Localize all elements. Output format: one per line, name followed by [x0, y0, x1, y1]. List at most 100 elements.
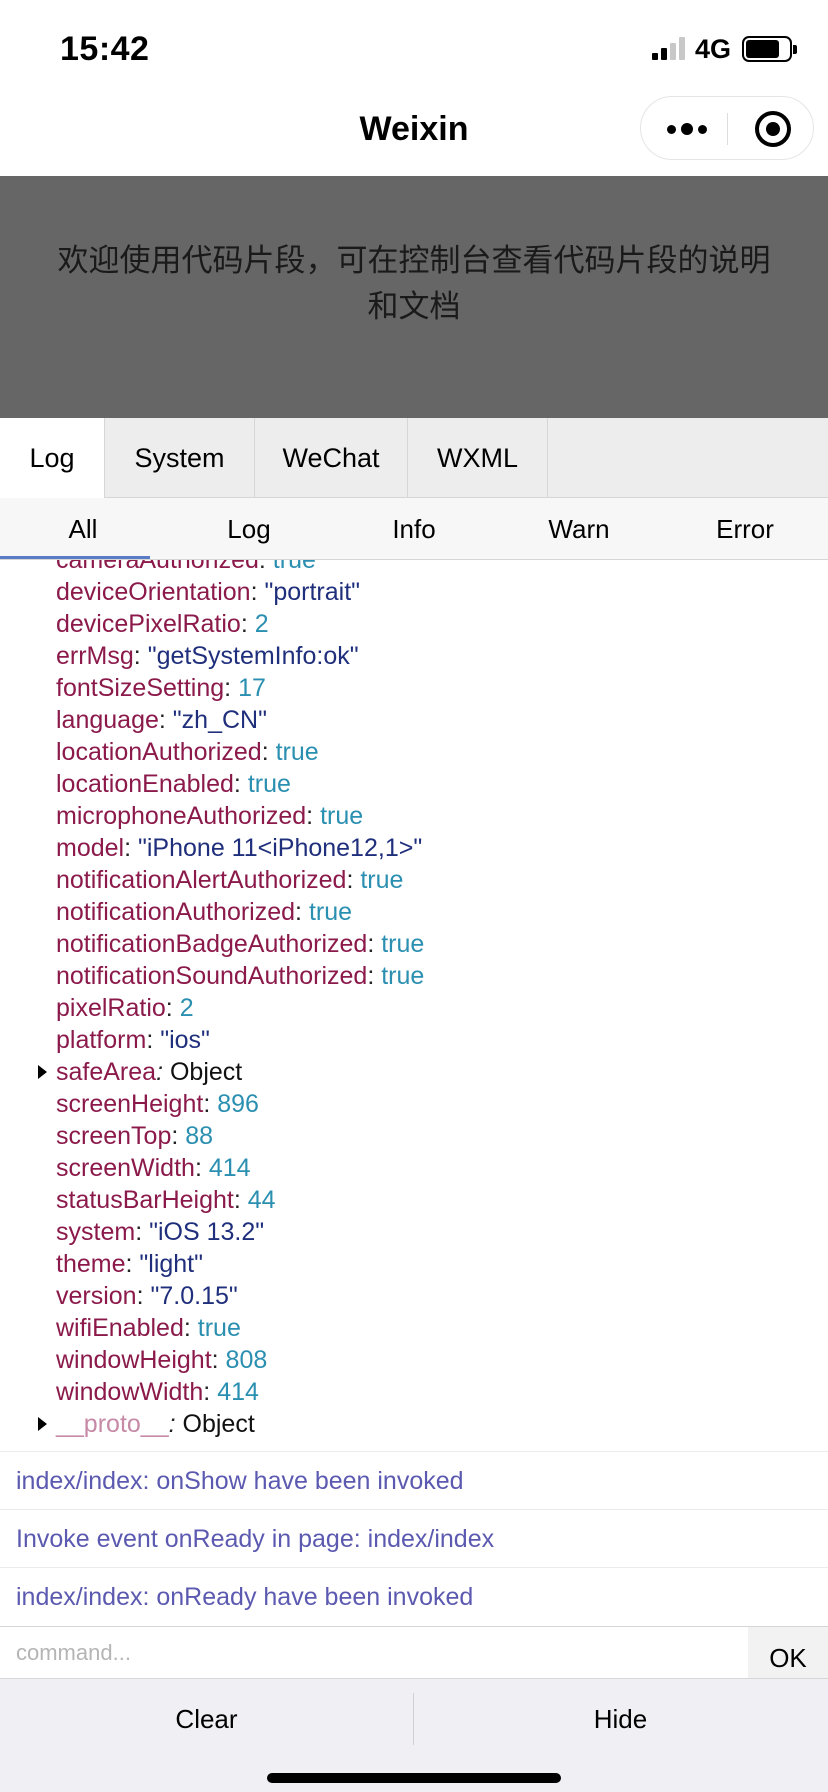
property-separator: :: [194, 1154, 209, 1182]
log-lines: index/index: onShow have been invoked In…: [0, 1451, 828, 1625]
property-row: version: "7.0.15": [0, 1280, 828, 1312]
property-value: 17: [238, 674, 266, 702]
property-value: 2: [179, 994, 194, 1022]
property-key: windowHeight: [56, 1346, 212, 1374]
property-key: cameraAuthorized: [56, 560, 259, 574]
console-log-area[interactable]: cameraAuthorized: true deviceOrientation:…: [0, 560, 828, 1626]
command-input[interactable]: [0, 1627, 748, 1679]
status-bar: 15:42 4G: [0, 0, 828, 96]
property-separator: :: [203, 1378, 218, 1406]
property-separator: :: [136, 1282, 151, 1310]
property-separator: :: [158, 706, 173, 734]
property-row: locationAuthorized: true: [0, 736, 828, 768]
welcome-banner: 欢迎使用代码片段，可在控制台查看代码片段的说明和文档: [0, 176, 828, 418]
property-value: Object: [169, 1058, 243, 1086]
property-separator: :: [156, 1058, 170, 1086]
tab-wxml[interactable]: WXML: [408, 418, 548, 498]
property-value: "light": [139, 1250, 204, 1278]
property-key: platform: [56, 1026, 147, 1054]
menu-capsule: [640, 96, 814, 160]
property-row[interactable]: safeArea: Object: [0, 1056, 828, 1088]
active-filter-indicator: [0, 556, 150, 559]
property-row: theme: "light": [0, 1248, 828, 1280]
property-value: 44: [247, 1186, 276, 1214]
property-separator: :: [168, 1410, 183, 1438]
system-info-object: cameraAuthorized: true deviceOrientation:…: [0, 560, 828, 1440]
page-title: Weixin: [359, 110, 469, 148]
property-row[interactable]: __proto__: Object: [0, 1408, 828, 1440]
property-key: notificationBadgeAuthorized: [56, 930, 368, 958]
footer-divider: [413, 1693, 414, 1745]
property-value: "iPhone 11<iPhone12,1>": [138, 834, 423, 862]
banner-text: 欢迎使用代码片段，可在控制台查看代码片段的说明和文档: [57, 243, 771, 324]
console-footer: Clear Hide: [0, 1678, 828, 1792]
property-key: theme: [56, 1250, 126, 1278]
filter-log[interactable]: Log: [227, 514, 271, 544]
property-key: version: [56, 1282, 137, 1310]
property-row: model: "iPhone 11<iPhone12,1>": [0, 832, 828, 864]
capsule-divider: [727, 113, 728, 145]
property-key: notificationSoundAuthorized: [56, 962, 368, 990]
property-key: devicePixelRatio: [56, 610, 241, 638]
property-key: notificationAlertAuthorized: [56, 866, 347, 894]
tab-log[interactable]: Log: [0, 418, 105, 498]
property-key: safeArea: [56, 1058, 157, 1086]
property-separator: :: [261, 738, 276, 766]
property-key: errMsg: [56, 642, 134, 670]
log-line: index/index: onShow have been invoked: [0, 1451, 828, 1509]
filter-info[interactable]: Info: [392, 514, 436, 544]
ok-button[interactable]: OK: [748, 1627, 828, 1679]
filter-all[interactable]: All: [68, 514, 98, 544]
property-key: locationEnabled: [56, 770, 234, 798]
property-row: statusBarHeight: 44: [0, 1184, 828, 1216]
property-value: 88: [185, 1122, 214, 1150]
property-value: true: [320, 802, 364, 830]
property-separator: :: [133, 642, 148, 670]
property-row: deviceOrientation: "portrait": [0, 576, 828, 608]
property-key: fontSizeSetting: [56, 674, 225, 702]
property-row: notificationAuthorized: true: [0, 896, 828, 928]
property-row: windowHeight: 808: [0, 1344, 828, 1376]
more-icon[interactable]: [667, 117, 723, 141]
property-value: true: [381, 962, 425, 990]
property-separator: :: [233, 1186, 248, 1214]
filter-warn[interactable]: Warn: [548, 514, 610, 544]
hide-button[interactable]: Hide: [593, 1704, 648, 1734]
property-value: true: [247, 770, 291, 798]
close-miniprogram-icon[interactable]: [755, 111, 791, 147]
property-separator: :: [211, 1346, 226, 1374]
property-separator: :: [233, 770, 248, 798]
status-time: 15:42: [60, 30, 150, 68]
property-value: "7.0.15": [150, 1282, 238, 1310]
property-value: "zh_CN": [172, 706, 267, 734]
tab-system[interactable]: System: [105, 418, 255, 498]
clear-button[interactable]: Clear: [175, 1704, 238, 1734]
property-separator: :: [183, 1314, 198, 1342]
log-line: Invoke event onReady in page: index/inde…: [0, 1509, 828, 1567]
property-value: "ios": [160, 1026, 210, 1054]
property-value: true: [308, 898, 353, 926]
property-key: locationAuthorized: [56, 738, 262, 766]
property-separator: :: [203, 1090, 218, 1118]
property-separator: :: [306, 802, 321, 830]
property-row: screenWidth: 414: [0, 1152, 828, 1184]
log-filter-bar: All Log Info Warn Error: [0, 498, 828, 560]
property-value: true: [381, 930, 425, 958]
property-row: locationEnabled: true: [0, 768, 828, 800]
signal-icon: [652, 36, 686, 60]
nav-bar: Weixin: [0, 96, 828, 176]
property-key: language: [56, 706, 159, 734]
property-row: fontSizeSetting: 17: [0, 672, 828, 704]
property-key: screenWidth: [56, 1154, 195, 1182]
expand-triangle-icon[interactable]: [38, 1065, 47, 1079]
tab-wechat[interactable]: WeChat: [255, 418, 408, 498]
property-separator: :: [146, 1026, 161, 1054]
property-key: statusBarHeight: [56, 1186, 234, 1214]
property-value: true: [272, 560, 316, 574]
expand-triangle-icon[interactable]: [38, 1417, 47, 1431]
filter-error[interactable]: Error: [716, 514, 774, 544]
property-row: system: "iOS 13.2": [0, 1216, 828, 1248]
property-row: notificationSoundAuthorized: true: [0, 960, 828, 992]
property-row: notificationAlertAuthorized: true: [0, 864, 828, 896]
property-row: language: "zh_CN": [0, 704, 828, 736]
